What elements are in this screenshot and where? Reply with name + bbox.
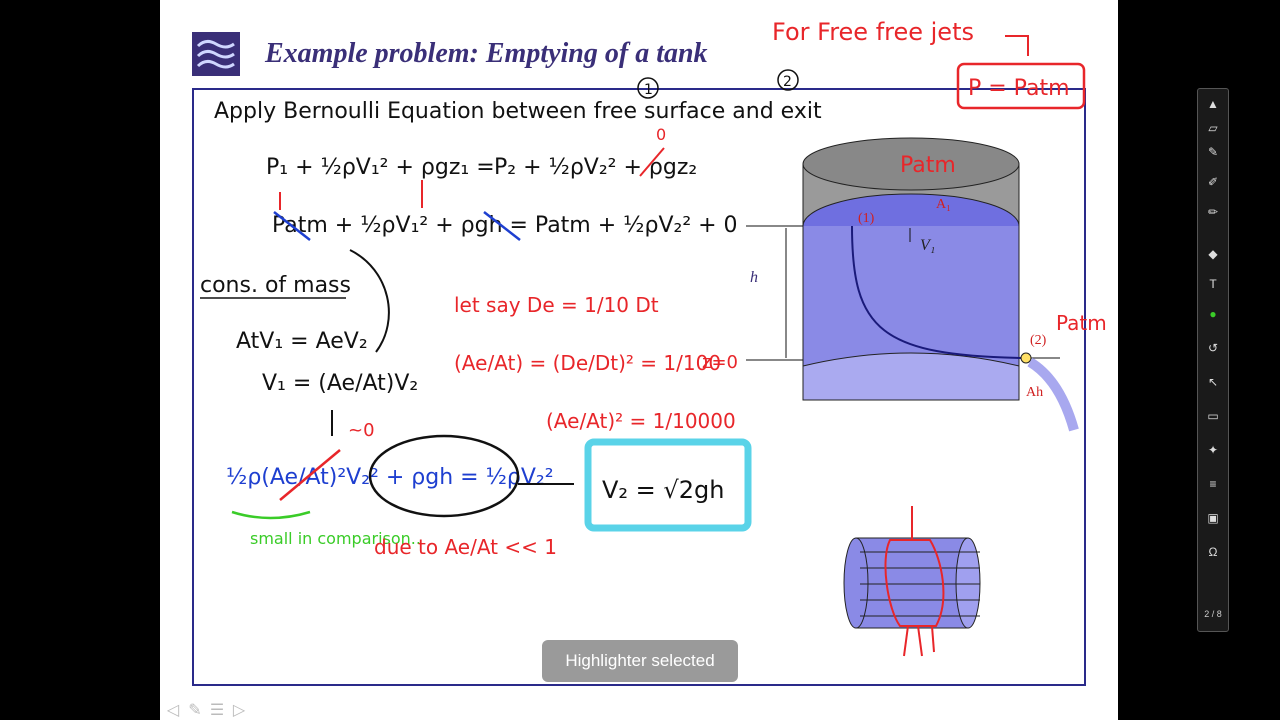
tank-bottom bbox=[802, 352, 1020, 401]
cons-of-mass: cons. of mass bbox=[200, 273, 351, 298]
prev-arrow-icon[interactable]: ◁ bbox=[166, 702, 180, 719]
velocity-v1: V₁ bbox=[920, 237, 935, 254]
let-say-note: let say De = 1/10 Dt bbox=[454, 293, 659, 317]
pipe-body bbox=[855, 537, 969, 629]
pipe-right-end bbox=[955, 537, 981, 629]
mass-equation: AtV₁ = AeV₂ bbox=[236, 329, 368, 354]
result-velocity: V₂ = √2gh bbox=[602, 476, 724, 504]
control-surface bbox=[884, 539, 945, 627]
logo bbox=[192, 32, 240, 76]
patm-top: Patm bbox=[900, 153, 956, 178]
exit-point bbox=[1020, 352, 1032, 364]
cursor-icon[interactable]: ↖ bbox=[1207, 375, 1219, 389]
bernoulli-eq-reduced: Patm + ½ρV₁² + ρgh = Patm + ½ρV₂² + 0 bbox=[272, 213, 738, 238]
energy-equation: ½ρ(Ae/At)²V₂² + ρgh = ½ρV₂² bbox=[226, 465, 554, 490]
annotation-layer: For Free free jets P = Patm 1 2 Apply Be… bbox=[200, 18, 1107, 657]
whiteboard-icon[interactable]: ▭ bbox=[1207, 409, 1219, 423]
highlighter-icon[interactable]: ✐ bbox=[1207, 175, 1219, 189]
slide-title: Example problem: Emptying of a tank bbox=[265, 38, 708, 69]
record-icon[interactable]: Ω bbox=[1208, 545, 1218, 559]
small-comparison-note: small in comparison.. bbox=[250, 529, 421, 548]
circle-2-label: 2 bbox=[783, 74, 792, 90]
area-ratio: (Ae/At) = (De/Dt)² = 1/100 bbox=[454, 351, 721, 375]
arrow-icon bbox=[1005, 35, 1029, 56]
circle-2 bbox=[777, 69, 799, 91]
slide-nav[interactable]: ◁ ✎ ☰ ▷ bbox=[164, 700, 248, 720]
due-to-note: due to Ae/At << 1 bbox=[374, 535, 557, 559]
laser-icon[interactable]: ✦ bbox=[1207, 443, 1219, 457]
approx-zero: ~0 bbox=[348, 420, 375, 441]
tank-body bbox=[803, 226, 1019, 366]
zero-superscript: 0 bbox=[656, 125, 666, 144]
connector-arrow bbox=[349, 249, 390, 353]
content-frame bbox=[192, 88, 1086, 686]
p-box bbox=[956, 62, 1086, 110]
page-indicator: 2 / 8 bbox=[1204, 609, 1222, 619]
highlighter-toast: Highlighter selected bbox=[542, 640, 738, 682]
strike-patm-left bbox=[273, 211, 311, 241]
text-icon[interactable]: T bbox=[1209, 277, 1217, 291]
bernoulli-eq-right: P₂ + ½ρV₂² + ρgz₂ bbox=[494, 155, 697, 180]
height-h: h bbox=[750, 269, 758, 286]
tank-top-ellipse bbox=[802, 137, 1020, 191]
p-equals-patm: P = Patm bbox=[968, 76, 1070, 101]
result-highlight-box bbox=[584, 438, 752, 532]
pen-toolbar: ▲ ▱ ✎ ✐ ✏ ◆ T ● ↺ ↖ ▭ ✦ ≡ ▣ Ω 2 / 8 bbox=[1197, 88, 1229, 632]
label-2: (2) bbox=[1030, 333, 1047, 348]
area-a1: A₁ bbox=[936, 197, 951, 212]
next-arrow-icon[interactable]: ▷ bbox=[232, 702, 246, 719]
tank-diagram bbox=[746, 137, 1079, 432]
color-icon[interactable]: ● bbox=[1209, 307, 1217, 321]
pen-icon[interactable]: ✎ bbox=[1207, 145, 1219, 159]
pointer-icon[interactable]: ▲ bbox=[1207, 97, 1219, 111]
label-1: (1) bbox=[858, 211, 875, 226]
undo-icon[interactable]: ↺ bbox=[1207, 341, 1219, 355]
apply-bernoulli-line: Apply Bernoulli Equation between free su… bbox=[214, 99, 822, 124]
control-volume-diagram bbox=[843, 506, 981, 657]
patm-right: Patm bbox=[1056, 311, 1107, 335]
eraser-icon[interactable]: ▱ bbox=[1208, 121, 1218, 135]
shape-icon[interactable]: ◆ bbox=[1208, 247, 1218, 261]
menu-icon[interactable]: ☰ bbox=[209, 702, 225, 719]
strike-z2 bbox=[639, 147, 665, 177]
area-ratio-squared: (Ae/At)² = 1/10000 bbox=[546, 409, 736, 433]
strike-small-term bbox=[279, 449, 341, 501]
pressure-arrow bbox=[917, 625, 923, 657]
free-jets-note: For Free free jets bbox=[772, 18, 974, 46]
strike-patm-right bbox=[483, 211, 521, 241]
slide-canvas: Example problem: Emptying of a tank For … bbox=[160, 0, 1118, 720]
bernoulli-eq-left: P₁ + ½ρV₁² + ρgz₁ = bbox=[266, 155, 495, 180]
circle-1-label: 1 bbox=[644, 82, 653, 98]
menu-icon[interactable]: ≡ bbox=[1209, 477, 1217, 491]
area-ah: Ah bbox=[1026, 385, 1043, 400]
z-zero: z=0 bbox=[702, 352, 738, 373]
pipe-left-end bbox=[843, 537, 869, 629]
green-brace bbox=[231, 510, 311, 520]
jet-stream bbox=[1027, 357, 1079, 432]
pen-icon[interactable]: ✎ bbox=[188, 702, 202, 719]
screen-icon[interactable]: ▣ bbox=[1207, 511, 1219, 525]
circled-term bbox=[368, 434, 520, 518]
marker-icon[interactable]: ✏ bbox=[1207, 205, 1219, 219]
circle-1 bbox=[637, 77, 659, 99]
pressure-arrow bbox=[931, 625, 935, 653]
v1-equation: V₁ = (Ae/At)V₂ bbox=[262, 371, 418, 396]
streamline bbox=[851, 225, 1027, 359]
pressure-arrow bbox=[903, 625, 909, 657]
